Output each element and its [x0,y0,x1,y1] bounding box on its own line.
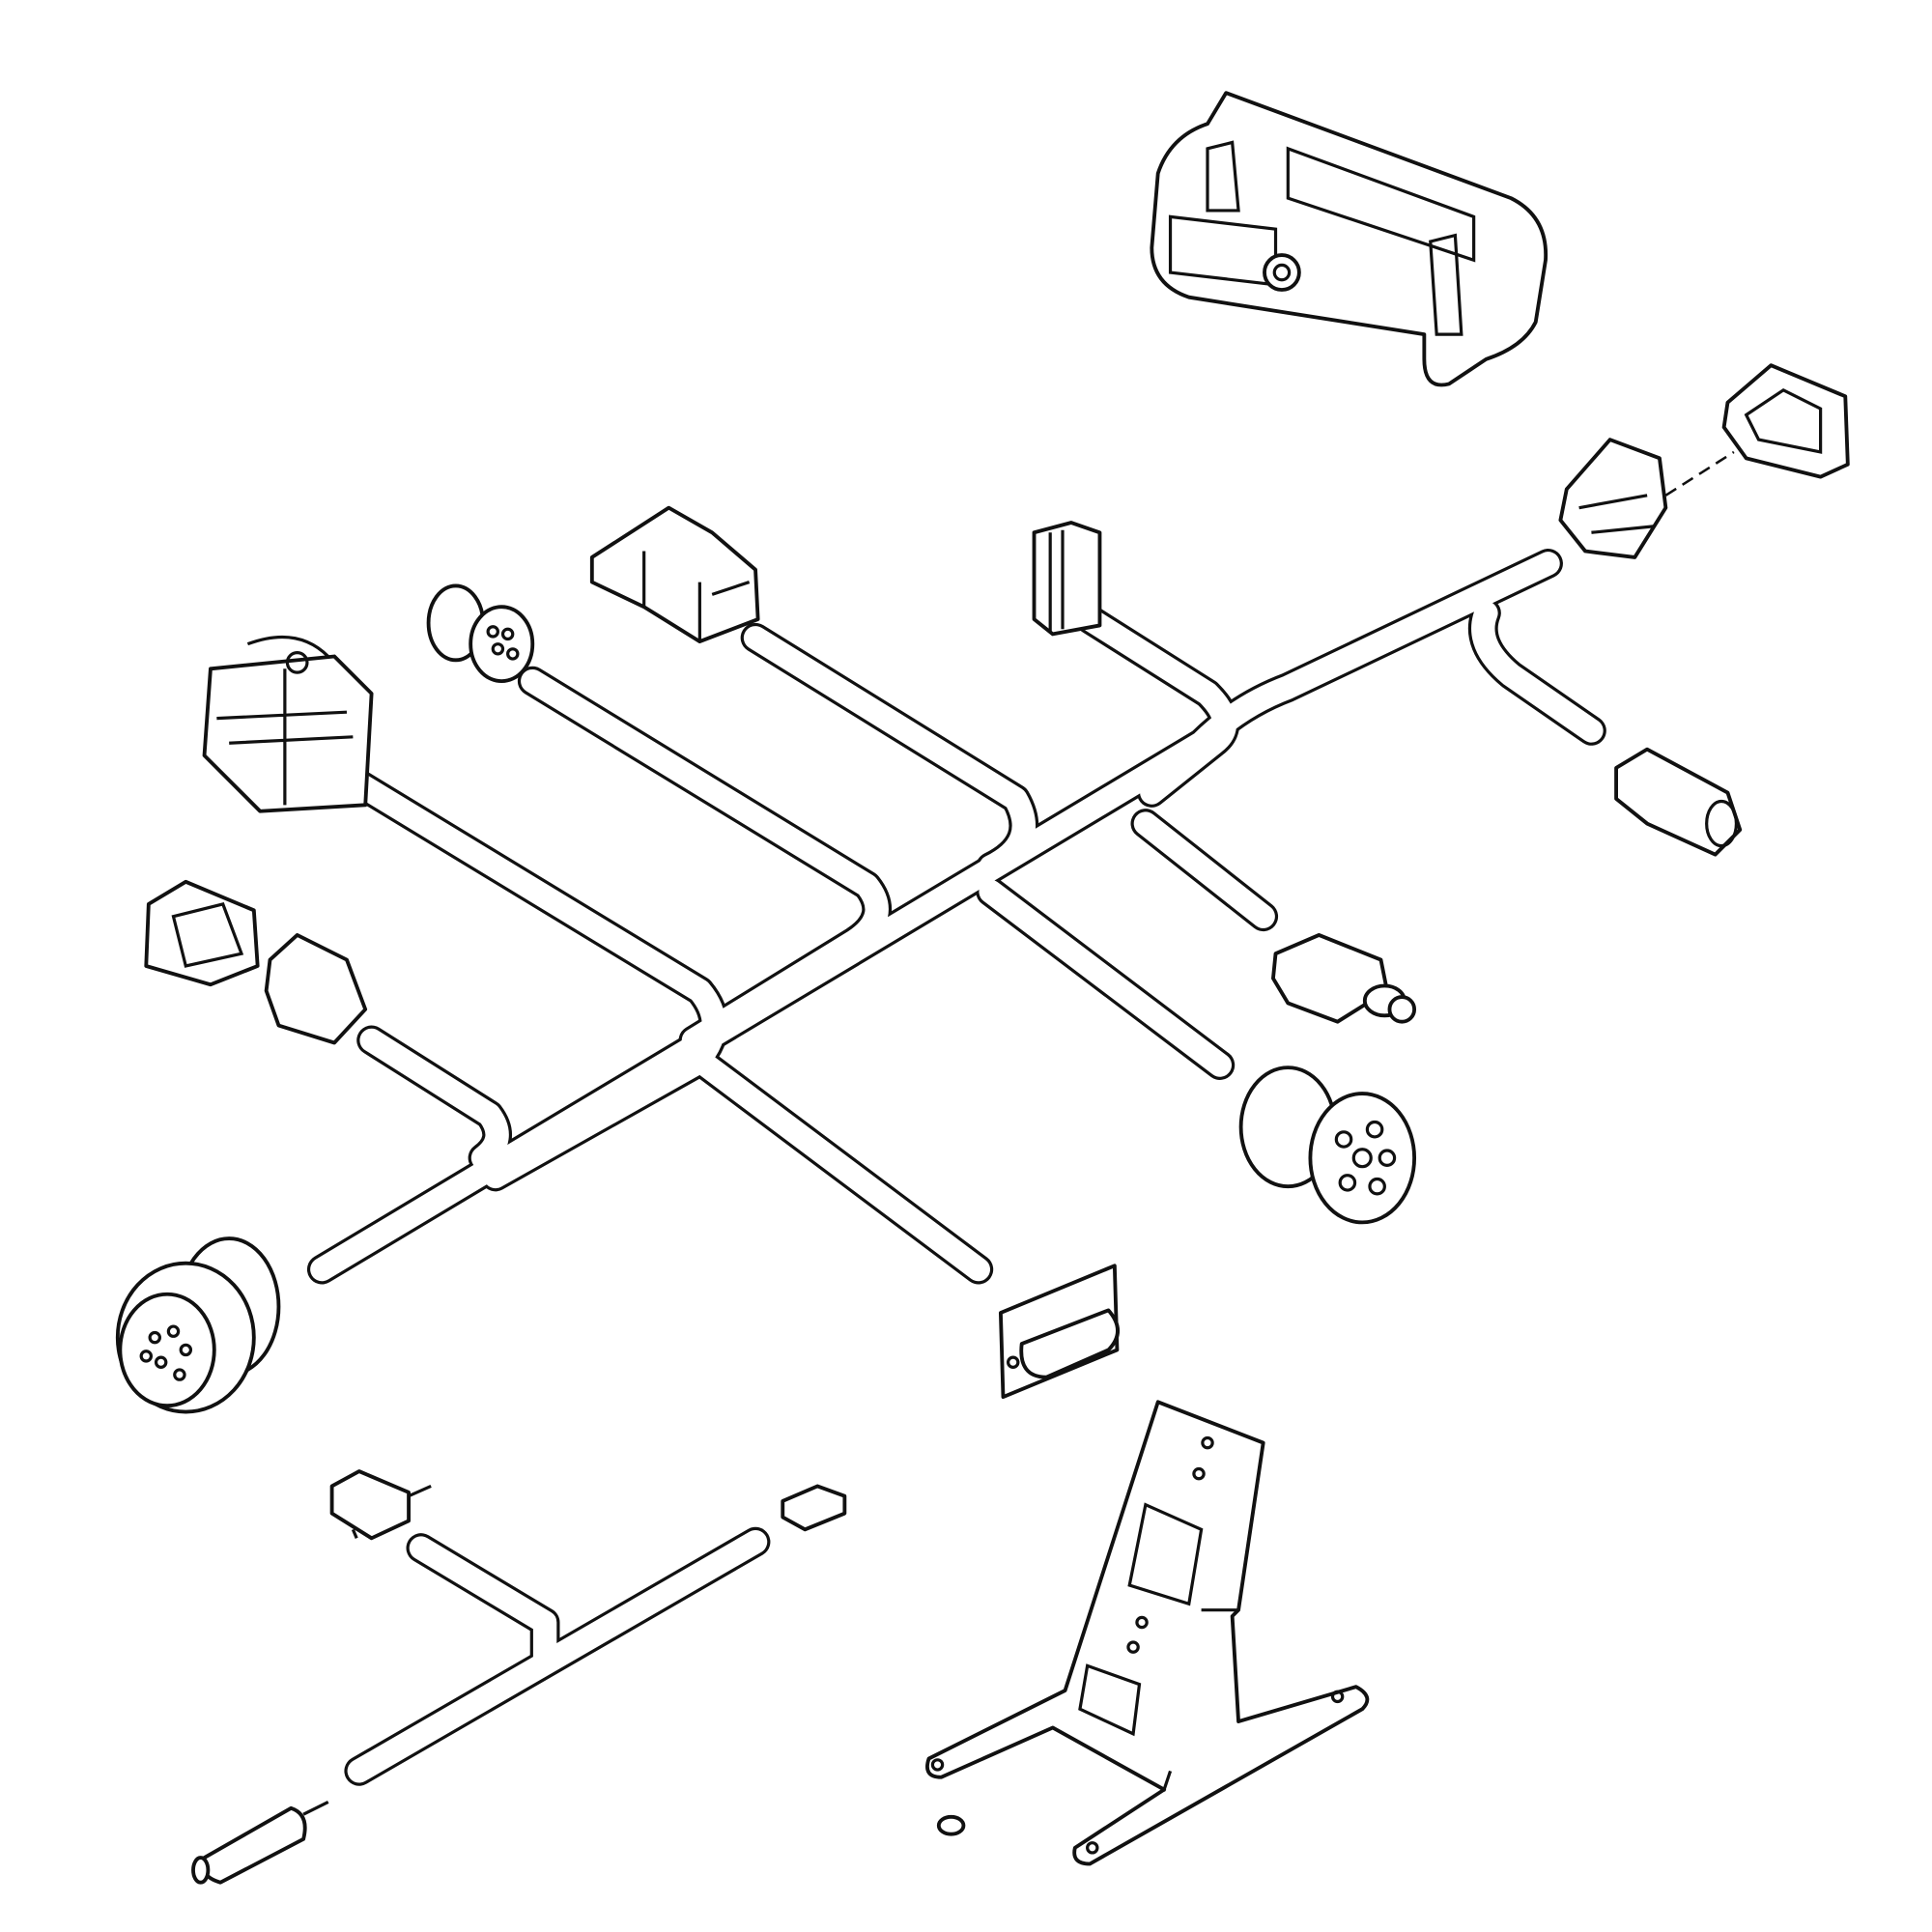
sealed-2-pin-connector [1032,521,1102,637]
mounting-bracket [925,1400,1370,1866]
inline-fuse-holder [329,1469,432,1541]
multi-pin-ecu-connector [202,635,374,813]
round-8-pin-connector [426,583,535,684]
weatherpack-pair-left [144,879,368,1045]
power-harness [344,1526,771,1786]
circular-bulkhead-connector [115,1236,281,1414]
main-harness [306,548,1606,1285]
deutsch-dt-connector-right [1614,747,1743,857]
small-2-pin-connector [781,1484,847,1532]
cigarette-lighter-plug [191,1800,329,1885]
weatherpack-pair-right [1558,363,1850,559]
round-9-pin-connector [1238,1065,1417,1225]
display-unit-cradle [1150,91,1548,387]
deutsch-12-pin-connector [589,505,760,644]
washer [936,1814,966,1836]
weatherpack-2-pin-connector [1271,933,1417,1024]
db9-serial-connector [998,1264,1120,1400]
